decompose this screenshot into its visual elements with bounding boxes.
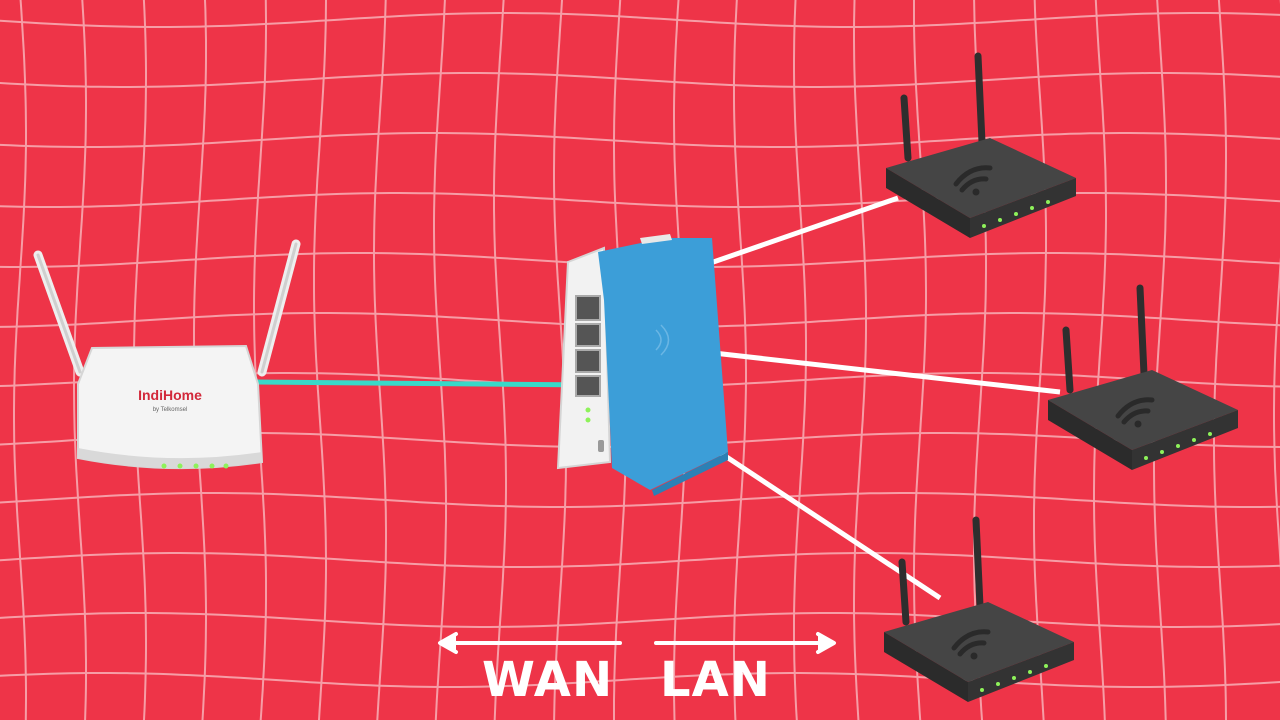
antenna-icon xyxy=(33,250,85,377)
wan-cable xyxy=(254,379,595,388)
access-point-1 xyxy=(886,56,1076,238)
ethernet-port xyxy=(575,295,601,321)
isp-brand-logo: IndiHome xyxy=(138,387,202,403)
lan-direction-arrow xyxy=(654,632,836,654)
status-leds xyxy=(161,463,229,469)
ethernet-port xyxy=(575,323,601,347)
access-point-2 xyxy=(1048,288,1238,470)
antenna-icon xyxy=(257,239,301,377)
lan-label: LAN xyxy=(660,652,771,708)
ethernet-port xyxy=(575,349,601,373)
nfc-icon xyxy=(655,324,670,356)
ethernet-port xyxy=(575,375,601,397)
wan-direction-arrow xyxy=(438,632,622,654)
mikrotik-router xyxy=(556,234,728,496)
access-point-3 xyxy=(884,520,1074,702)
wan-label: WAN xyxy=(482,652,614,708)
isp-sub-brand: by Telkomsel xyxy=(153,407,188,413)
isp-router: IndiHome by Telkomsel xyxy=(33,239,301,470)
